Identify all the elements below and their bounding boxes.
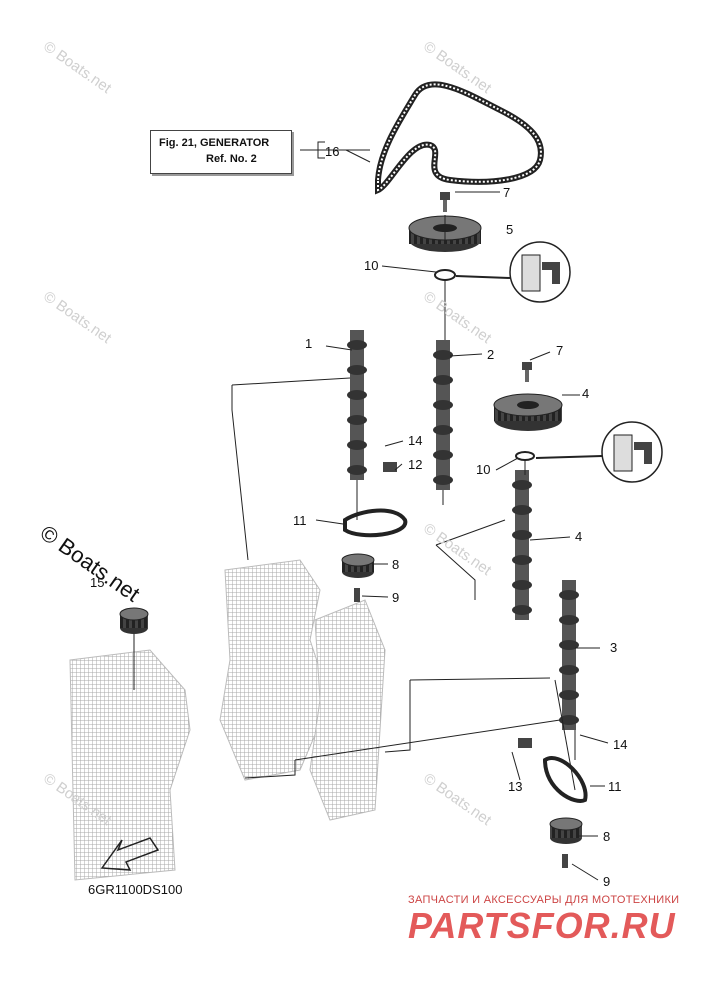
washer-lower	[515, 451, 535, 461]
chain-guide	[518, 738, 532, 748]
callout-14-upper[interactable]: 14	[408, 433, 423, 448]
callout-4[interactable]: 4	[575, 529, 583, 544]
camshaft-pulley-lower	[493, 393, 563, 431]
callout-16[interactable]: 15	[90, 575, 105, 590]
timing-belt	[375, 81, 544, 195]
reference-box-title: Fig. 21, GENERATOR	[159, 137, 270, 149]
timing-chain-upper	[343, 508, 408, 538]
seal-detail-upper	[455, 241, 571, 303]
front-direction-arrow	[100, 837, 160, 871]
callout-11-lower[interactable]: 11	[608, 779, 622, 794]
timing-chain-lower	[542, 756, 588, 803]
callout-14-lower[interactable]: 14	[613, 737, 628, 752]
callout-1[interactable]: 1	[305, 336, 313, 351]
camshaft-2	[433, 340, 453, 490]
callout-8-lower[interactable]: 8	[603, 829, 611, 844]
camshaft-4	[512, 470, 532, 620]
callout-9-lower[interactable]: 9	[603, 874, 611, 889]
callout-11-upper[interactable]: 11	[293, 513, 307, 528]
callout-5[interactable]: 5	[506, 222, 514, 237]
leader-lines	[231, 141, 609, 881]
camshaft-1	[347, 330, 367, 480]
bolt-9-upper	[354, 588, 360, 602]
seal-detail-lower	[535, 421, 663, 483]
advert-brand[interactable]: PARTSFOR.RU	[408, 905, 676, 946]
crank-pulley	[119, 607, 149, 690]
callout-13[interactable]: 13	[508, 779, 523, 794]
callout-15[interactable]: 16	[325, 144, 340, 159]
sprocket-lower	[549, 817, 583, 844]
diagram-code: 6GR1100DS100	[88, 882, 183, 897]
cylinder-head-right	[309, 599, 386, 821]
sprocket-upper	[341, 553, 375, 578]
engine-block-left	[69, 649, 191, 881]
advert-tagline: ЗАПЧАСТИ И АКСЕССУАРЫ ДЛЯ МОТОТЕХНИКИ	[408, 894, 680, 906]
reference-box-ref: Ref. No. 2	[206, 153, 257, 165]
washer-upper	[434, 269, 456, 281]
chain-tensioner	[383, 462, 397, 472]
bolt-9-lower	[562, 854, 568, 868]
bolt-upper	[440, 192, 450, 212]
reference-box[interactable]: Fig. 21, GENERATOR Ref. No. 2	[150, 130, 292, 174]
callout-7-upper[interactable]: 7	[503, 185, 511, 200]
callout-12[interactable]: 12	[408, 457, 423, 472]
callout-9-upper[interactable]: 9	[392, 590, 400, 605]
callout-6[interactable]: 4	[582, 386, 590, 401]
callout-7-lower[interactable]: 7	[556, 343, 564, 358]
callout-8-upper[interactable]: 8	[392, 557, 400, 572]
callout-10-lower[interactable]: 10	[476, 462, 491, 477]
callout-2[interactable]: 2	[487, 347, 495, 362]
bolt-lower	[522, 362, 532, 382]
callout-10-upper[interactable]: 10	[364, 258, 379, 273]
callout-3[interactable]: 3	[610, 640, 618, 655]
camshaft-3	[559, 580, 579, 730]
